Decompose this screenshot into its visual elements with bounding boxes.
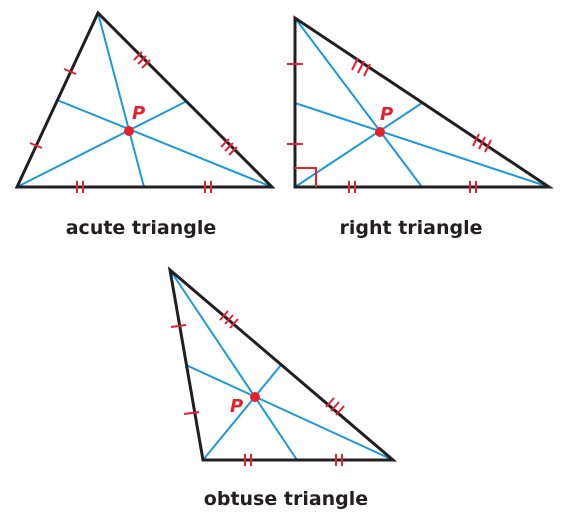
obtuse-medians — [169, 269, 394, 461]
acute-triangle-group: P acute triangle — [14, 10, 276, 239]
right-median-from-b — [294, 102, 423, 188]
right-tick-bottom-right — [469, 181, 477, 193]
right-median-from-c — [294, 102, 550, 188]
acute-median-from-a — [16, 100, 188, 188]
right-tick-bottom-left — [348, 181, 356, 193]
right-tick-hyp-lower — [472, 133, 492, 153]
obtuse-tick-left-lower — [183, 411, 200, 415]
acute-medians — [16, 12, 273, 188]
obtuse-median-from-a — [169, 269, 298, 461]
acute-median-from-b — [97, 12, 145, 188]
obtuse-median-from-b — [202, 364, 282, 461]
right-angle-marker — [295, 167, 317, 187]
obtuse-tick-long-lower — [325, 397, 345, 416]
obtuse-congruence-ticks — [170, 310, 345, 466]
obtuse-centroid-label: P — [230, 396, 243, 417]
right-median-from-a — [294, 17, 423, 188]
obtuse-triangle-caption: obtuse triangle — [204, 488, 368, 510]
obtuse-median-from-c — [185, 364, 394, 461]
obtuse-tick-bottom-right — [335, 454, 343, 466]
acute-triangle-outline — [14, 10, 276, 189]
acute-median-from-c — [56, 99, 273, 188]
right-triangle-caption: right triangle — [339, 217, 482, 239]
acute-triangle-caption: acute triangle — [66, 217, 217, 239]
acute-tick-left-upper — [63, 68, 77, 75]
acute-tick-left-lower — [29, 142, 43, 149]
right-centroid-point — [375, 127, 385, 137]
acute-tick-bottom-right — [204, 181, 212, 193]
acute-congruence-ticks — [29, 51, 238, 193]
right-centroid-label: P — [380, 104, 393, 125]
obtuse-tick-left-upper — [170, 324, 187, 328]
right-tick-hyp-upper — [351, 57, 371, 77]
obtuse-triangle-group: P obtuse triangle — [167, 266, 398, 510]
obtuse-tick-long-upper — [219, 310, 239, 329]
obtuse-triangle-outline — [167, 266, 398, 462]
obtuse-tick-bottom-left — [244, 454, 252, 466]
acute-tick-right-upper — [133, 51, 151, 69]
acute-centroid-label: P — [132, 103, 145, 124]
acute-tick-right-lower — [220, 138, 238, 156]
right-congruence-ticks — [287, 57, 492, 193]
acute-tick-bottom-left — [76, 181, 84, 193]
acute-centroid-point — [124, 126, 134, 136]
right-triangle-group: P right triangle — [287, 15, 554, 239]
obtuse-centroid-point — [250, 392, 260, 402]
right-triangle-outline — [293, 15, 554, 189]
